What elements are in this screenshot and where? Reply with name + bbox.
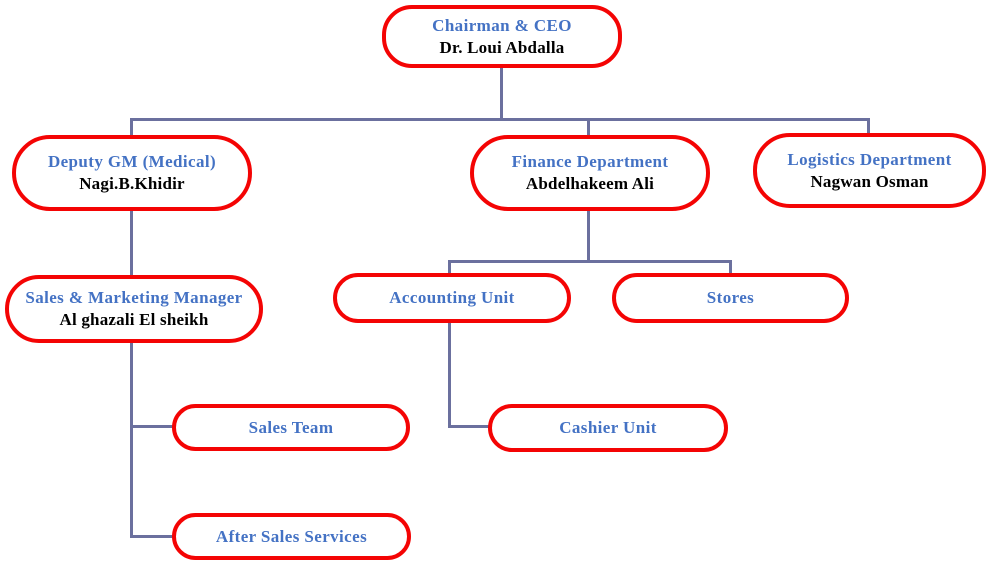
connector-drop-stores (729, 260, 732, 276)
connector-level2-horizontal (130, 118, 870, 121)
node-title: Sales Team (248, 417, 334, 437)
connector-deputy-to-sm-manager (130, 209, 133, 278)
node-accounting-unit: Accounting Unit (333, 273, 571, 323)
node-person-name: Dr. Loui Abdalla (439, 37, 565, 57)
node-person-name: Nagi.B.Khidir (79, 174, 185, 193)
node-logistics-department: Logistics Department Nagwan Osman (753, 133, 986, 208)
node-deputy-gm-medical: Deputy GM (Medical) Nagi.B.Khidir (12, 135, 252, 211)
node-finance-department: Finance Department Abdelhakeem Ali (470, 135, 710, 211)
connector-finance-horizontal (448, 260, 732, 263)
connector-sm-manager-down (130, 340, 133, 538)
node-title: Accounting Unit (389, 288, 515, 307)
connector-drop-logistics (867, 118, 870, 137)
connector-finance-down (587, 209, 590, 263)
connector-drop-finance (587, 118, 590, 138)
node-title: After Sales Services (215, 526, 368, 546)
node-title: Logistics Department (787, 149, 952, 169)
node-sales-marketing-manager: Sales & Marketing Manager Al ghazali El … (5, 275, 263, 343)
node-after-sales-services: After Sales Services (172, 513, 411, 560)
connector-to-cashier-unit (448, 425, 492, 428)
node-title: Deputy GM (Medical) (47, 152, 217, 171)
connector-to-after-sales (130, 535, 176, 538)
node-title: Cashier Unit (559, 418, 657, 437)
node-person-name: Abdelhakeem Ali (525, 174, 655, 193)
node-chairman-ceo: Chairman & CEO Dr. Loui Abdalla (382, 5, 622, 68)
node-sales-team: Sales Team (172, 404, 410, 451)
connector-accounting-down (448, 320, 451, 428)
node-title: Finance Department (511, 152, 669, 171)
node-title: Stores (706, 288, 755, 307)
connector-to-sales-team (130, 425, 176, 428)
connector-chairman-down (500, 66, 503, 121)
connector-drop-deputy-gm (130, 118, 133, 138)
connector-drop-accounting (448, 260, 451, 276)
node-stores: Stores (612, 273, 849, 323)
node-title: Sales & Marketing Manager (25, 288, 243, 307)
node-person-name: Nagwan Osman (810, 171, 929, 191)
node-person-name: Al ghazali El sheikh (59, 310, 209, 329)
node-title: Chairman & CEO (432, 15, 572, 35)
node-cashier-unit: Cashier Unit (488, 404, 728, 452)
